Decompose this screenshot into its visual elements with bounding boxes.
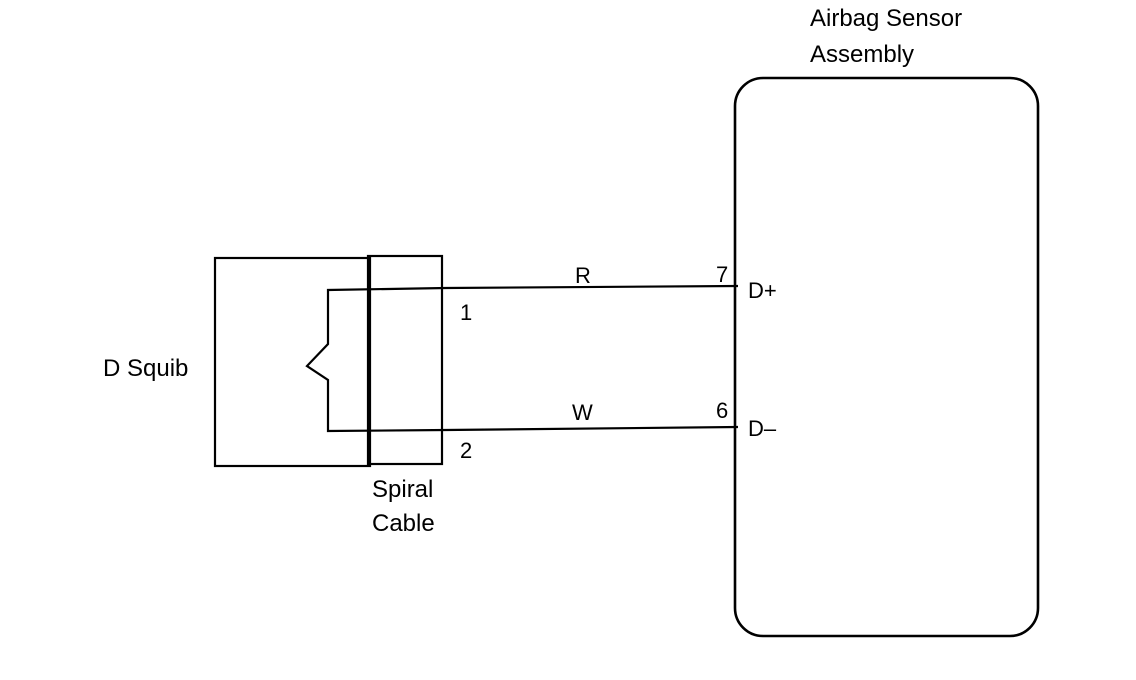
- wire-color-r-label: R: [575, 263, 591, 288]
- spiral-cable-label-line1: Spiral: [372, 476, 433, 503]
- sensor-title-line2: Assembly: [810, 41, 914, 68]
- spiral-cable-label-line2: Cable: [372, 510, 435, 537]
- pin-7-label: 7: [716, 262, 728, 287]
- wire-white: [445, 425, 739, 432]
- pin-d-plus-label: D+: [748, 278, 777, 303]
- wire-color-w-label: W: [572, 400, 593, 425]
- d-squib-box: [213, 256, 372, 468]
- terminal-2-label: 2: [460, 438, 472, 463]
- wire-red: [445, 284, 739, 290]
- spiral-cable-box: [366, 254, 444, 466]
- airbag-sensor-assembly-box: [733, 76, 1040, 638]
- pin-6-label: 6: [716, 398, 728, 423]
- pin-d-minus-label: D–: [748, 416, 777, 441]
- squib-element: [305, 286, 447, 433]
- terminal-1-label: 1: [460, 300, 472, 325]
- sensor-title-line1: Airbag Sensor: [810, 5, 962, 32]
- d-squib-label: D Squib: [103, 355, 188, 382]
